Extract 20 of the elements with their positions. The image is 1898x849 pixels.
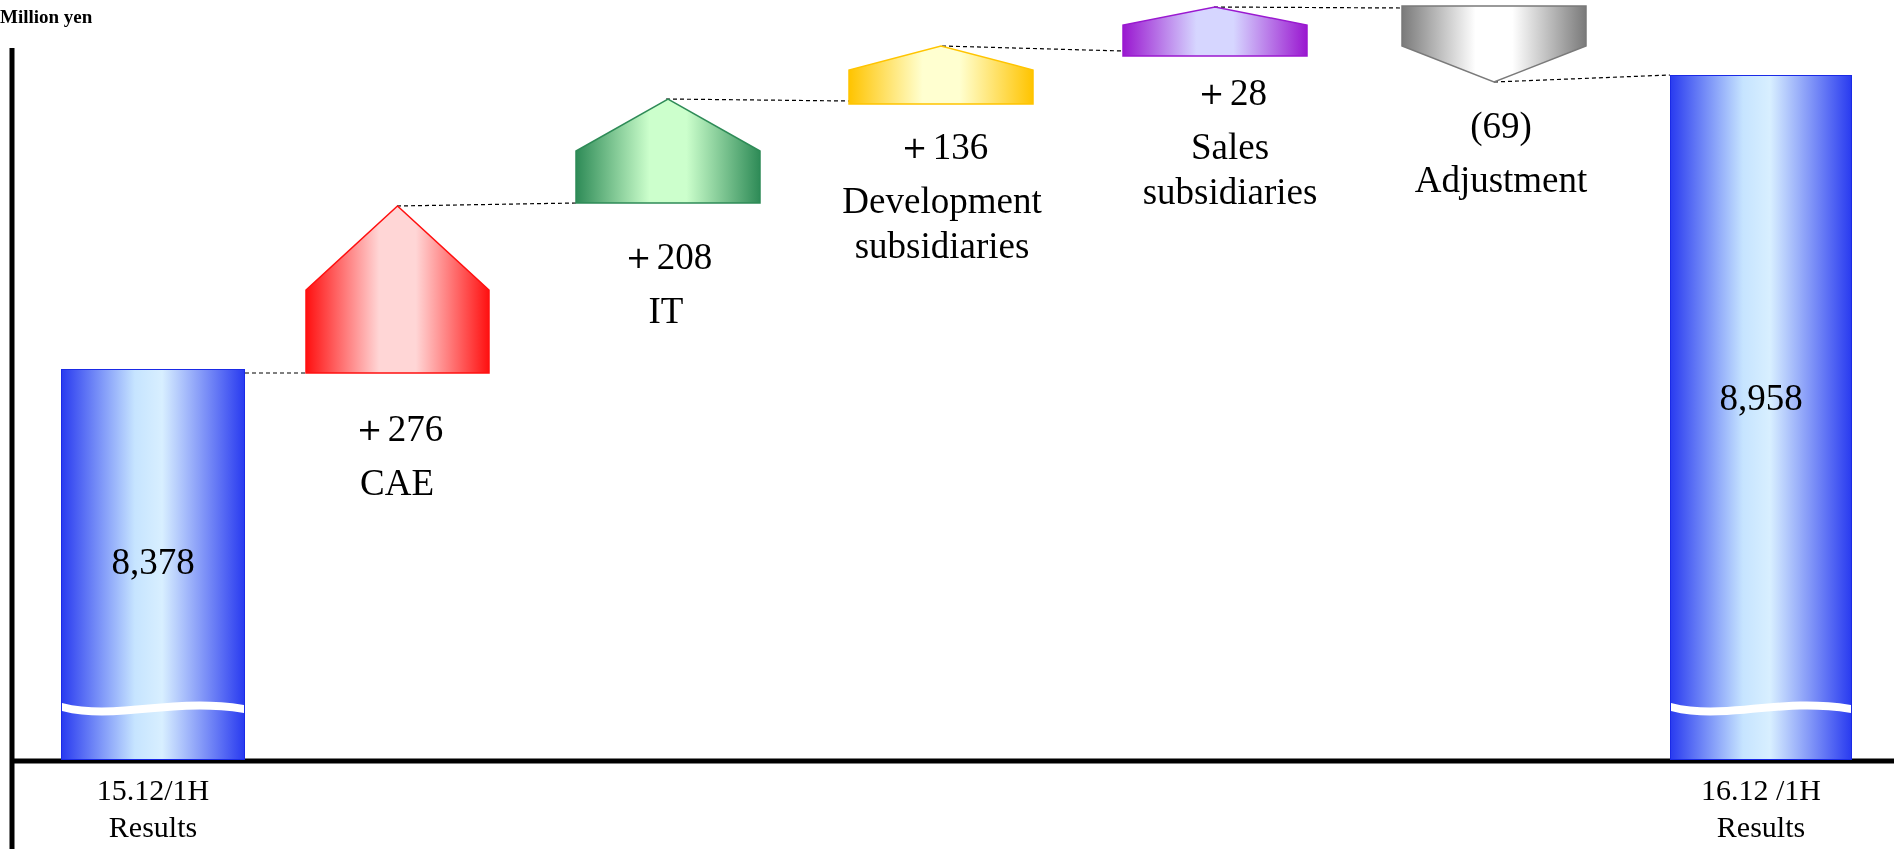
category-label: Sales subsidiaries — [1141, 125, 1319, 215]
result-bar — [61, 369, 245, 760]
unit-label: Million yen — [0, 6, 93, 28]
category-label: Adjustment — [1414, 158, 1588, 202]
change-value: ＋208 — [619, 235, 713, 279]
category-label: Development subsidiaries — [841, 179, 1043, 269]
dashed-connector — [941, 45, 1124, 52]
change-value: ＋136 — [895, 125, 989, 169]
bar-value: 8,378 — [110, 540, 196, 583]
result-bar — [1670, 75, 1852, 760]
category-label: 15.12/1H Results — [95, 772, 211, 845]
category-label: CAE — [360, 461, 434, 505]
change-value: (69) — [1470, 104, 1532, 148]
dashed-connector — [244, 372, 307, 374]
category-label: IT — [648, 289, 684, 333]
change-value: ＋28 — [1193, 71, 1267, 115]
change-value: ＋276 — [350, 407, 444, 451]
category-label: 16.12 /1H Results — [1700, 772, 1822, 845]
dashed-connector — [396, 202, 577, 207]
bar-value: 8,958 — [1718, 376, 1804, 419]
